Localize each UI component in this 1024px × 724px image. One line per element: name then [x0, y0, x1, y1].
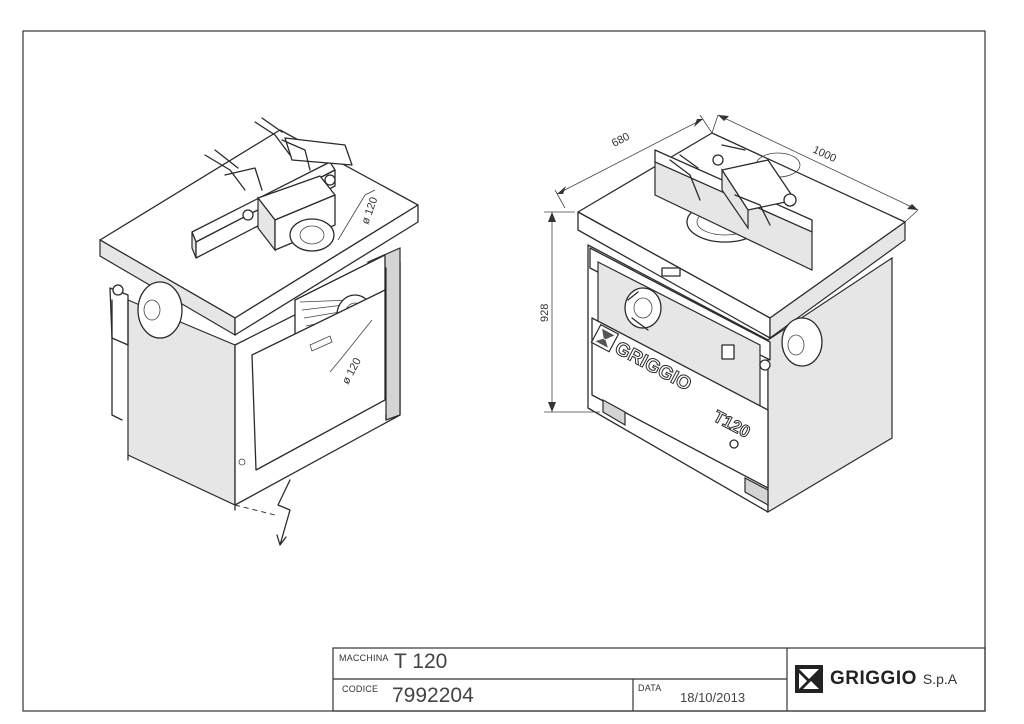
macchina-value: T 120 — [394, 650, 448, 673]
macchina-label: MACCHINA — [339, 653, 389, 663]
company-logo: GRIGGIO S.p.A — [794, 664, 957, 694]
title-block-frame — [332, 647, 986, 712]
codice-value: 7992204 — [392, 684, 474, 707]
data-label: DATA — [638, 683, 662, 693]
company-suffix: S.p.A — [922, 671, 958, 687]
data-value: 18/10/2013 — [680, 690, 746, 705]
company-name: GRIGGIO — [830, 668, 917, 689]
codice-label: CODICE — [342, 684, 379, 694]
dim-height-928: 928 — [539, 304, 551, 322]
dim-length-1000: 1000 — [811, 144, 838, 165]
left-isometric-view: ø 120 ø 120 — [99, 117, 419, 546]
right-isometric-view: GRIGGIO T120 680 1000 928 — [539, 114, 919, 514]
dim-width-680: 680 — [610, 131, 632, 150]
electric-power-icon — [276, 479, 291, 546]
griggio-logo-icon — [795, 665, 823, 693]
